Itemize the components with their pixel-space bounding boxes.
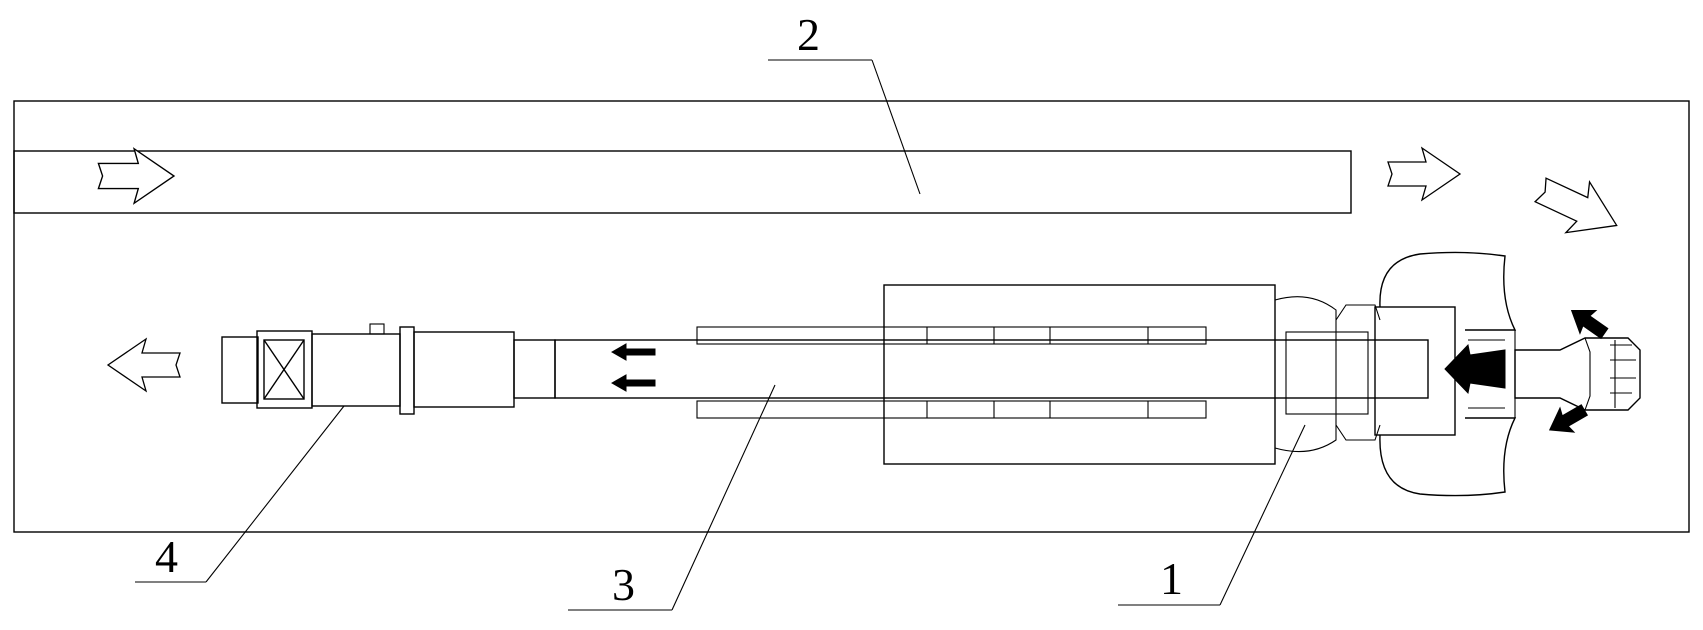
collector-duct [514,340,555,398]
leader-3 [568,385,775,610]
loader-wing-lower [1336,425,1380,440]
label-2: 2 [797,9,820,60]
label-3: 3 [612,559,635,610]
leader-2 [768,60,920,194]
arm-base [1286,332,1368,414]
cutter-boom [1515,338,1640,410]
collector-body [312,334,400,406]
crawler-track-lower [697,401,1206,418]
hollow-arrow-duct-outlet [1388,148,1460,200]
hollow-arrow-diagonal [1529,165,1629,251]
solid-arrow-conveyor-lower [612,375,655,391]
collector-main [414,332,514,407]
leader-1 [1118,425,1305,605]
collector-nub [370,324,384,334]
solid-arrow-large [1445,345,1505,393]
label-1: 1 [1160,553,1183,604]
turret [1375,307,1455,435]
hollow-arrow-duct-inlet [98,149,174,204]
duct-2 [14,151,1351,213]
conveyor-3 [555,340,1428,398]
loader-wing-upper [1336,305,1380,320]
hollow-arrow-exhaust-left [108,339,180,391]
collector-flange [400,327,414,414]
machine-body [884,285,1275,464]
crawler-track-upper [697,327,1206,344]
solid-arrow-cutter-lower [1543,398,1592,442]
dust-collector-4 [222,324,555,414]
shovel-plate [1275,297,1336,452]
collector-outlet [222,337,258,403]
solid-arrow-conveyor-upper [612,344,655,360]
cutter-head-detail [1585,338,1636,410]
label-4: 4 [155,531,178,582]
